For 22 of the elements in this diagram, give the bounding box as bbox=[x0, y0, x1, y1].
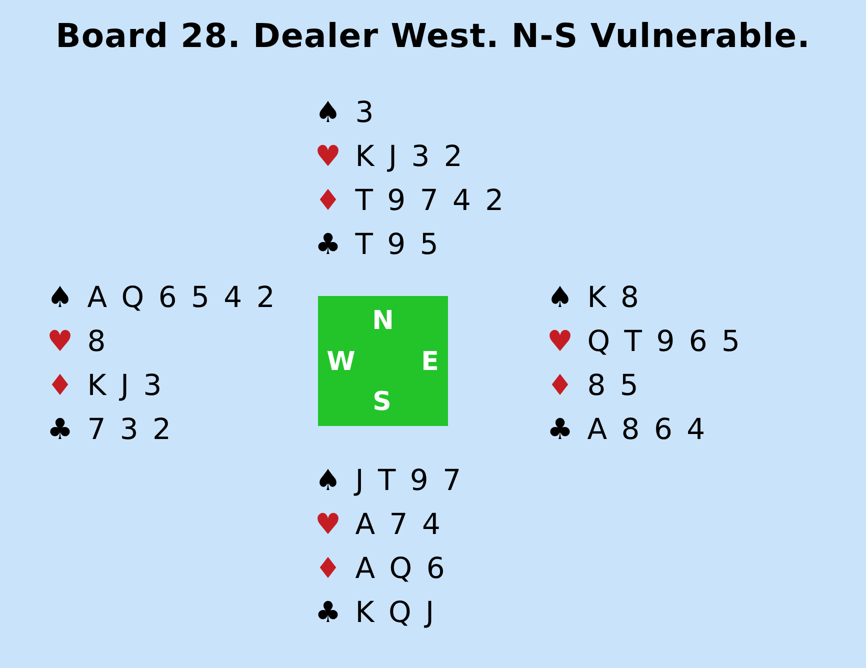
card-holding: ♠ 3 bbox=[315, 95, 376, 129]
card-holding: ♥ A 7 4 bbox=[315, 507, 443, 541]
card-holding: ♣ A 8 6 4 bbox=[547, 412, 708, 446]
card-holding: ♠ A Q 6 5 4 2 bbox=[47, 280, 278, 314]
compass-letter: E bbox=[421, 348, 439, 376]
card-holding: ♣ 7 3 2 bbox=[47, 412, 174, 446]
title: Board 28. Dealer West. N-S Vulnerable. bbox=[54, 15, 812, 57]
card-holding: ♦ K J 3 bbox=[47, 368, 164, 402]
card-holding: ♥ K J 3 2 bbox=[315, 139, 465, 173]
card-holding: ♥ 8 bbox=[47, 324, 108, 358]
card-holding: ♣ T 9 5 bbox=[315, 227, 441, 261]
compass-letter: N bbox=[372, 307, 394, 335]
card-holding: ♦ A Q 6 bbox=[315, 551, 448, 585]
card-holding: ♦ 8 5 bbox=[547, 368, 641, 402]
compass-square bbox=[318, 296, 448, 426]
card-holding: ♥ Q T 9 6 5 bbox=[547, 324, 742, 358]
card-holding: ♠ K 8 bbox=[547, 280, 642, 314]
compass-letter: W bbox=[326, 348, 356, 376]
compass-letter: S bbox=[372, 388, 392, 416]
card-holding: ♦ T 9 7 4 2 bbox=[315, 183, 506, 217]
card-holding: ♣ K Q J bbox=[315, 595, 437, 629]
card-holding: ♠ J T 9 7 bbox=[315, 463, 464, 497]
